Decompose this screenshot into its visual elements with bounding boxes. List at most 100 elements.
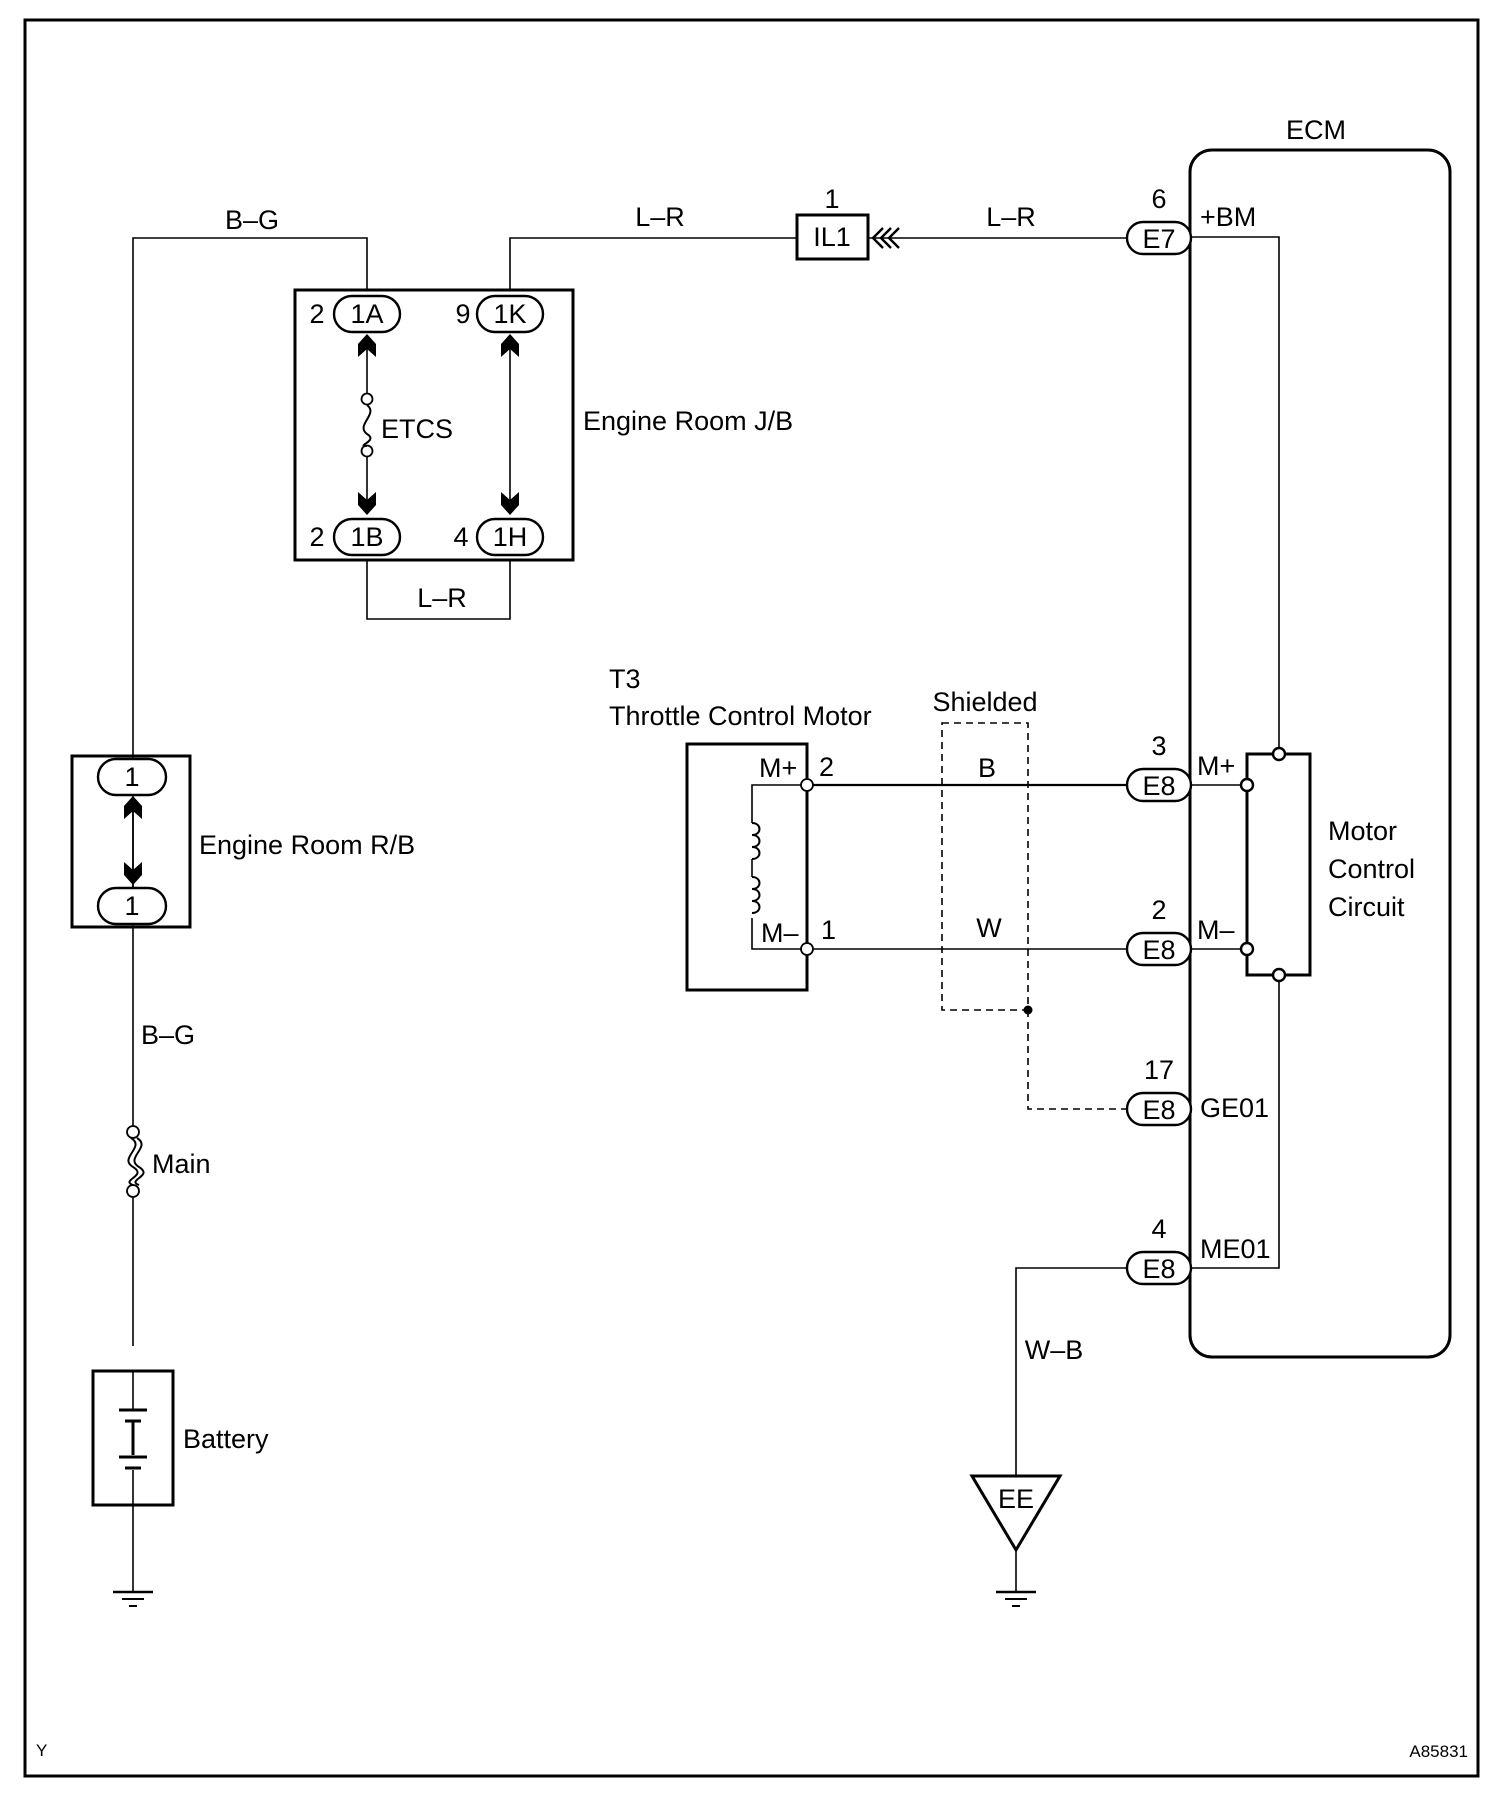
wire-label-bg-top: B–G (225, 205, 279, 235)
wire-label-lr-ecm: L–R (986, 202, 1036, 232)
connector-e7-pin: 6 (1151, 184, 1166, 214)
connector-1h-pin: 4 (453, 522, 468, 552)
rb-connector-top-label: 1 (124, 762, 139, 792)
motor-internal-wire-top (751, 784, 807, 823)
motor-control-circuit (1245, 752, 1312, 977)
engine-room-rb: 1 1 Engine Room R/B (70, 754, 415, 929)
connector-e8-mplus-pin: 3 (1151, 731, 1166, 761)
ecm-terminal-me01: ME01 (1200, 1234, 1271, 1264)
connector-1b-label: 1B (350, 522, 383, 552)
motor-internal-wire-bottom (751, 918, 807, 950)
motor-terminal-minus-label: M– (761, 918, 799, 948)
wire-ground-wb (1015, 1267, 1127, 1476)
connector-e7-label: E7 (1142, 224, 1175, 254)
wire-label-ground: W–B (1025, 1335, 1084, 1365)
motor-coil-icon (751, 822, 761, 914)
connector-1b-pin: 2 (309, 522, 324, 552)
connector-e8-mminus: E8 2 (1125, 895, 1193, 967)
wire-label-lr-jb-bottom: L–R (417, 583, 467, 613)
shield-junction (1023, 1005, 1033, 1015)
connector-e8-ge01: E8 17 (1125, 1055, 1193, 1127)
connector-1k-pin: 9 (455, 299, 470, 329)
ecm-terminal-ge01: GE01 (1200, 1093, 1269, 1123)
mcc-plus-terminal (1239, 777, 1255, 793)
etcs-fuse-icon (362, 404, 372, 447)
jb-arrow-1b-icon (358, 492, 376, 515)
ecm-terminal-mplus: M+ (1197, 751, 1235, 781)
ecm-outline (1188, 148, 1452, 1359)
connector-1h (475, 517, 545, 557)
ecm-me01-internal-wire (1190, 975, 1280, 1269)
engine-room-jb: Engine Room J/B ETCS 1A 2 1K 9 1B 2 1H 4 (293, 288, 793, 562)
mcc-top-terminal (1271, 746, 1287, 762)
shield-label: Shielded (932, 687, 1037, 717)
rb-outline (70, 754, 192, 929)
corner-right-label: A85831 (1409, 1742, 1468, 1761)
ground-ee-triangle (969, 1474, 1063, 1553)
ecm-terminal-bm: +BM (1200, 202, 1256, 232)
jb-arrow-1h-icon (501, 492, 519, 515)
connector-e7: E7 6 (1125, 184, 1193, 256)
connector-1a (332, 294, 402, 334)
motor-pin-minus: 1 (821, 915, 836, 945)
wire-label-lr-jb-top: L–R (635, 202, 685, 232)
connector-il1-pin: 1 (824, 184, 839, 214)
ecm-terminal-mminus: M– (1197, 915, 1235, 945)
rb-arrow-bottom-icon (124, 862, 142, 885)
wire-label-bg-bottom: B–G (141, 1020, 195, 1050)
connector-1a-label: 1A (350, 299, 383, 329)
ground-ee-icon (996, 1590, 1036, 1607)
connector-e8-me01-label: E8 (1142, 1254, 1175, 1284)
wire-bg-top (132, 237, 368, 1346)
motor-outline (685, 742, 809, 992)
jb-arrow-1k-icon (501, 334, 519, 357)
rb-name: Engine Room R/B (199, 830, 415, 860)
motor-terminal-plus (800, 778, 814, 792)
connector-1b (332, 517, 402, 557)
connector-e8-mplus-label: E8 (1142, 771, 1175, 801)
connector-e8-mminus-pin: 2 (1151, 895, 1166, 925)
il1-chevron-icon (871, 227, 900, 249)
shield-outline (941, 722, 1029, 1011)
jb-arrow-1a-icon (358, 334, 376, 357)
jb-outline (293, 288, 575, 562)
motor-control-label-3: Circuit (1328, 892, 1405, 922)
motor-pin-plus: 2 (819, 752, 834, 782)
wire-lr-jb-bottom (366, 560, 511, 620)
ground-battery-icon (113, 1590, 153, 1607)
ground-ee-label: EE (998, 1484, 1034, 1514)
ground-ee: EE (969, 1474, 1063, 1553)
connector-e8-me01-pin: 4 (1151, 1214, 1166, 1244)
connector-e8-mplus: E8 3 (1125, 731, 1193, 803)
motor-control-label-2: Control (1328, 854, 1415, 884)
battery: Battery (91, 1369, 269, 1507)
connector-e8-ge01-pin: 17 (1144, 1055, 1174, 1085)
ecm-title: ECM (1286, 115, 1346, 145)
corner-left-label: Y (36, 1741, 47, 1760)
mcc-bottom-terminal (1271, 967, 1287, 983)
motor-terminal-minus (800, 942, 814, 956)
main-fuse-top-terminal (126, 1125, 140, 1139)
connector-1k (475, 294, 545, 334)
motor-name: Throttle Control Motor (609, 701, 872, 731)
motor-terminal-plus-label: M+ (759, 753, 797, 783)
page-frame (23, 18, 1480, 1778)
battery-cells-icon (119, 1408, 147, 1470)
main-fuse: Main (126, 1125, 211, 1198)
rb-arrow-top-icon (124, 796, 142, 819)
motor-code: T3 (609, 664, 641, 694)
ecm-bm-internal-wire (1190, 236, 1280, 754)
wire-label-motor-plus: B (978, 753, 996, 783)
etcs-fuse-bottom-terminal (360, 444, 374, 458)
battery-label: Battery (183, 1424, 269, 1454)
rb-connector-top (96, 757, 168, 797)
etcs-fuse-top-terminal (360, 392, 374, 406)
connector-il1: IL1 1 (795, 184, 900, 261)
connector-1h-label: 1H (493, 522, 528, 552)
throttle-control-motor: M+ M– (685, 742, 814, 992)
main-fuse-label: Main (152, 1149, 211, 1179)
connector-1k-label: 1K (493, 299, 526, 329)
wire-lr-jb-to-il1 (509, 237, 797, 290)
connector-e8-ge01-label: E8 (1142, 1095, 1175, 1125)
